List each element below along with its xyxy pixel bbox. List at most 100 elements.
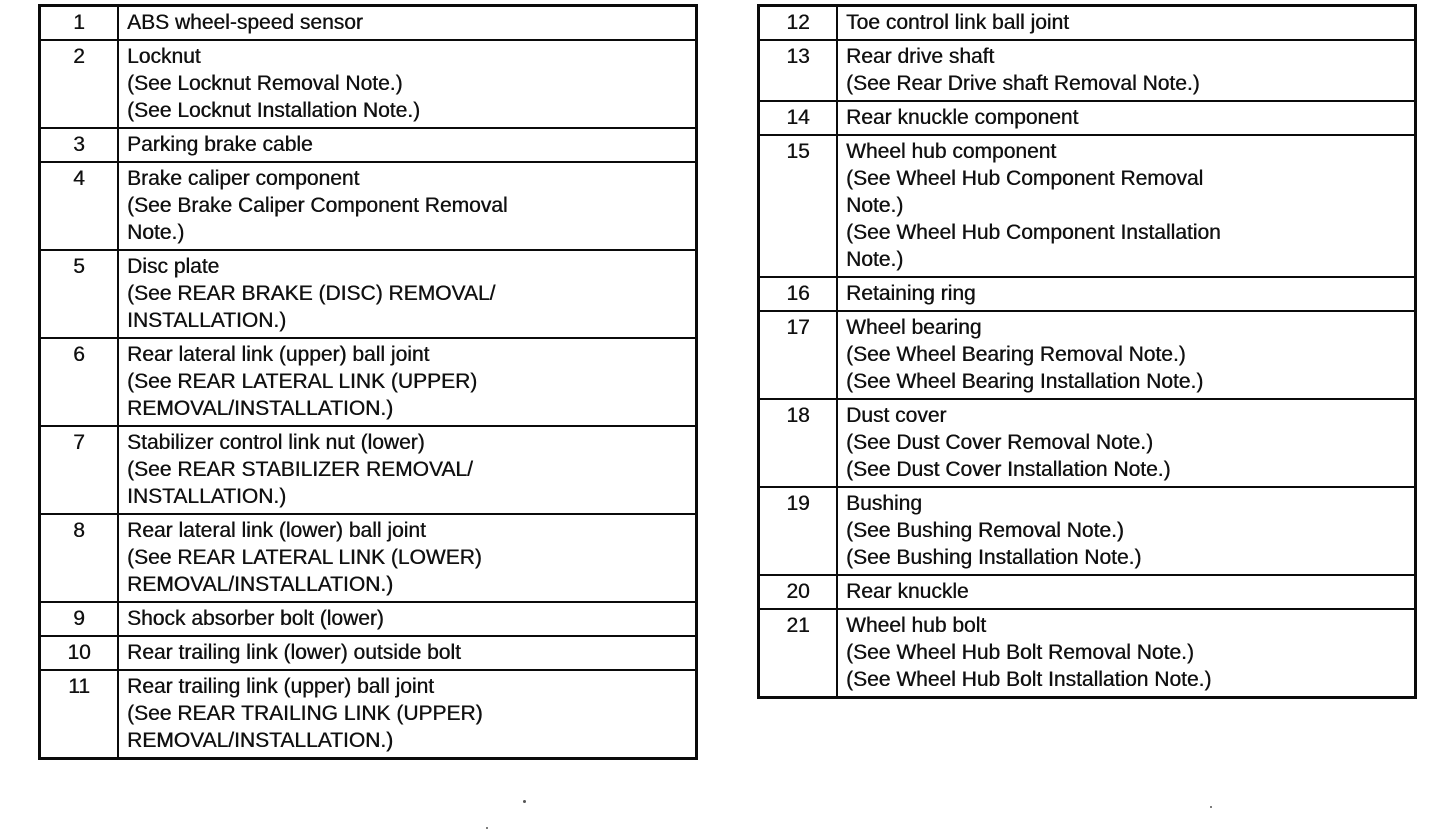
row-description-line: Wheel hub bolt: [846, 614, 987, 637]
row-description-line: (See Bushing Removal Note.): [846, 519, 1124, 542]
scan-speck: [523, 800, 526, 803]
row-description-line: (See REAR STABILIZER REMOVAL/: [127, 458, 473, 481]
row-description-line: (See Wheel Bearing Installation Note.): [846, 370, 1204, 393]
row-description-line: Rear knuckle component: [846, 106, 1079, 129]
row-description-line: Note.): [846, 248, 904, 271]
row-description-line: (See REAR TRAILING LINK (UPPER): [127, 702, 483, 725]
row-description-line: (See Wheel Hub Bolt Removal Note.): [846, 641, 1194, 664]
table-row: 11 Rear trailing link (upper) ball joint (…: [41, 669, 695, 757]
row-description-line: (See Dust Cover Installation Note.): [846, 458, 1171, 481]
table-row: 10 Rear trailing link (lower) outside bol…: [41, 635, 695, 669]
row-number: 6: [41, 339, 119, 425]
row-number: 13: [760, 41, 838, 100]
row-number: 5: [41, 251, 119, 337]
table-row: 14 Rear knuckle component: [760, 100, 1414, 134]
row-description: Toe control link ball joint: [838, 7, 1414, 39]
row-number: 19: [760, 488, 838, 574]
row-number: 15: [760, 136, 838, 276]
row-description: Wheel bearing (See Wheel Bearing Removal …: [838, 312, 1414, 398]
row-description-line: ABS wheel-speed sensor: [127, 11, 363, 34]
row-description-line: INSTALLATION.): [127, 485, 287, 508]
row-description: Rear trailing link (upper) ball joint (Se…: [119, 671, 695, 757]
row-description-line: Dust cover: [846, 404, 947, 427]
row-number: 18: [760, 400, 838, 486]
row-description: Dust cover(See Dust Cover Removal Note.)…: [838, 400, 1414, 486]
row-number: 21: [760, 610, 838, 696]
scan-speck: [486, 827, 488, 829]
row-number: 8: [41, 515, 119, 601]
row-number: 10: [41, 637, 119, 669]
table-row: 19 Bushing (See Bushing Removal Note.) (See…: [760, 486, 1414, 574]
row-description: Parking brake cable: [119, 129, 695, 161]
row-number: 4: [41, 163, 119, 249]
row-description-line: REMOVAL/INSTALLATION.): [127, 573, 394, 596]
row-description-line: Rear trailing link (lower) outside bolt: [127, 641, 461, 664]
row-description-line: Bushing: [846, 492, 922, 515]
row-description: Retaining ring: [838, 278, 1414, 310]
row-description: Rear knuckle: [838, 576, 1414, 608]
row-number: 12: [760, 7, 838, 39]
row-description-line: (See Wheel Hub Bolt Installation Note.): [846, 668, 1212, 691]
scan-speck: [1210, 806, 1212, 808]
row-description-line: Note.): [846, 194, 904, 217]
row-description-line: Rear drive shaft: [846, 45, 995, 68]
row-description-line: (See Bushing Installation Note.): [846, 546, 1142, 569]
row-description-line: Wheel hub component: [846, 140, 1057, 163]
row-description-line: (See REAR BRAKE (DISC) REMOVAL/: [127, 282, 496, 305]
row-description-line: Shock absorber bolt (lower): [127, 607, 384, 630]
row-description: ABS wheel-speed sensor: [119, 7, 695, 39]
row-description-line: (See Wheel Hub Component Removal: [846, 167, 1204, 190]
row-description-line: REMOVAL/INSTALLATION.): [127, 397, 394, 420]
row-number: 9: [41, 603, 119, 635]
row-description: Rear knuckle component: [838, 102, 1414, 134]
row-description: Wheel hub bolt (See Wheel Hub Bolt Remova…: [838, 610, 1414, 696]
row-description-line: Brake caliper component: [127, 167, 360, 190]
table-row: 4 Brake caliper component (See Brake Calip…: [41, 161, 695, 249]
row-number: 16: [760, 278, 838, 310]
row-description-line: Retaining ring: [846, 282, 976, 305]
row-description: Locknut(See Locknut Removal Note.)(See L…: [119, 41, 695, 127]
table-row: 12 Toe control link ball joint: [760, 7, 1414, 39]
table-row: 5 Disc plate (See REAR BRAKE (DISC) REMOVA…: [41, 249, 695, 337]
row-description-line: (See Brake Caliper Component Removal: [127, 194, 508, 217]
row-description-line: Rear lateral link (lower) ball joint: [127, 519, 426, 542]
row-number: 1: [41, 7, 119, 39]
table-row: 21 Wheel hub bolt (See Wheel Hub Bolt Remo…: [760, 608, 1414, 696]
row-description: Shock absorber bolt (lower): [119, 603, 695, 635]
row-number: 7: [41, 427, 119, 513]
row-description-line: (See REAR LATERAL LINK (UPPER): [127, 370, 478, 393]
table-row: 9 Shock absorber bolt (lower): [41, 601, 695, 635]
row-description: Stabilizer control link nut (lower)(See …: [119, 427, 695, 513]
row-number: 3: [41, 129, 119, 161]
table-row: 6 Rear lateral link (upper) ball joint (Se…: [41, 337, 695, 425]
row-description-line: (See Wheel Hub Component Installation: [846, 221, 1221, 244]
row-number: 2: [41, 41, 119, 127]
row-description: Bushing (See Bushing Removal Note.) (See B…: [838, 488, 1414, 574]
row-description: Disc plate (See REAR BRAKE (DISC) REMOVAL…: [119, 251, 695, 337]
row-description-line: Rear knuckle: [846, 580, 969, 603]
row-description-line: Note.): [127, 221, 185, 244]
row-description-line: Disc plate: [127, 255, 220, 278]
row-number: 11: [41, 671, 119, 757]
row-number: 14: [760, 102, 838, 134]
row-description-line: Rear lateral link (upper) ball joint: [127, 343, 430, 366]
row-description: Rear lateral link (lower) ball joint(See…: [119, 515, 695, 601]
row-description-line: Toe control link ball joint: [846, 11, 1069, 34]
row-description-line: Locknut: [127, 45, 201, 68]
row-description: Rear drive shaft(See Rear Drive shaft Re…: [838, 41, 1414, 100]
row-description-line: Rear trailing link (upper) ball joint: [127, 675, 434, 698]
row-description-line: Wheel bearing: [846, 316, 982, 339]
row-description: Rear trailing link (lower) outside bolt: [119, 637, 695, 669]
row-description: Wheel hub component (See Wheel Hub Compon…: [838, 136, 1414, 276]
table-row: 16 Retaining ring: [760, 276, 1414, 310]
row-description-line: (See Locknut Installation Note.): [127, 99, 420, 122]
row-description-line: (See Wheel Bearing Removal Note.): [846, 343, 1186, 366]
